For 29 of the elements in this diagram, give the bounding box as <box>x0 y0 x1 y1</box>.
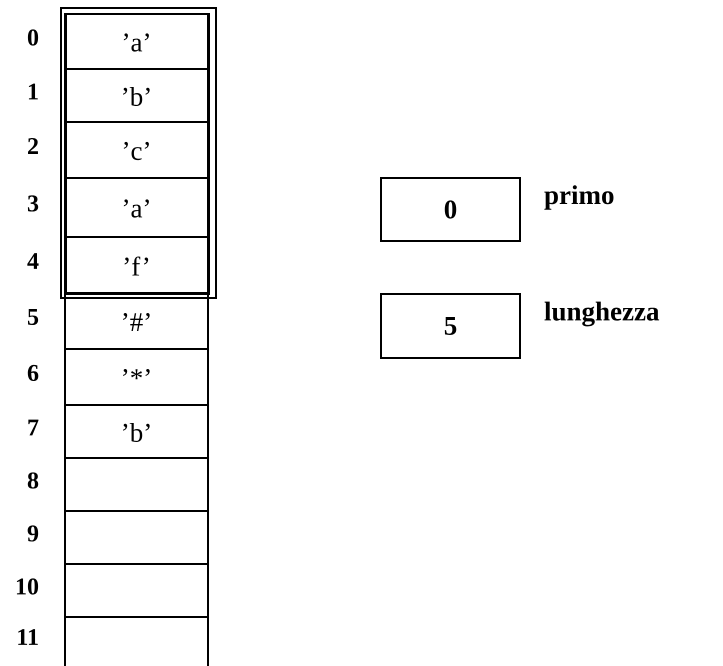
index-number: 8 <box>28 472 38 489</box>
array-cell: ’#’ <box>64 292 209 351</box>
index-number: 3 <box>28 195 38 212</box>
index-number: 6 <box>28 364 38 382</box>
index-number: 10 <box>16 578 38 595</box>
array-cell <box>64 510 209 566</box>
array-cell: ’c’ <box>64 121 209 180</box>
array-cell: ’b’ <box>64 68 209 124</box>
array-cell <box>64 457 209 513</box>
index-number: 0 <box>28 29 38 46</box>
array-cell: ’f’ <box>64 236 209 295</box>
index-number: 2 <box>28 138 38 154</box>
variable-name: primo <box>544 185 614 210</box>
array-cell: ’a’ <box>64 13 209 71</box>
array-cell: ’b’ <box>64 404 209 460</box>
value-box: 0 <box>380 177 521 242</box>
variable-name: lunghezza <box>544 302 660 326</box>
double-frame <box>60 7 217 299</box>
value-box: 5 <box>380 293 521 359</box>
index-number: 1 <box>28 84 38 100</box>
array-cell <box>64 563 209 619</box>
array-cell: ’*’ <box>64 348 209 407</box>
array-cell <box>64 616 209 666</box>
index-number: 5 <box>28 309 38 325</box>
index-number: 4 <box>27 253 39 269</box>
index-number: 11 <box>18 629 38 645</box>
index-number: 9 <box>28 525 38 542</box>
index-number: 7 <box>28 420 38 436</box>
array-cell: ’a’ <box>64 177 209 239</box>
